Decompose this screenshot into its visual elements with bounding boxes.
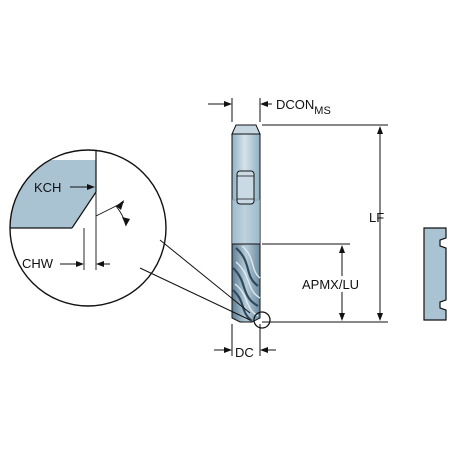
- shank-cross-section: [423, 227, 447, 321]
- dcon-label: DCONMS: [276, 97, 331, 117]
- dcon-dimension: [208, 98, 272, 122]
- dc-label: DC: [235, 345, 254, 360]
- chw-arrow-left: [76, 261, 84, 267]
- chw-arrow-right: [96, 261, 104, 267]
- tool-flutes: [231, 243, 261, 323]
- apmx-dimension: [262, 243, 350, 321]
- zoom-detail: [9, 149, 167, 307]
- lf-dimension: [262, 124, 388, 323]
- dc-dimension: [214, 324, 276, 356]
- callout-line-upper: [159, 239, 251, 314]
- chw-label: CHW: [22, 256, 54, 271]
- lf-label: LF: [369, 210, 384, 225]
- detail-marker-circle: [253, 311, 271, 329]
- apmx-lu-label: APMX/LU: [302, 277, 359, 292]
- kch-arrow: [87, 184, 95, 190]
- zoom-circle: [9, 149, 167, 307]
- callout-line-lower: [139, 267, 251, 321]
- kch-label: KCH: [34, 180, 61, 195]
- shank-flat-notch: [236, 170, 255, 205]
